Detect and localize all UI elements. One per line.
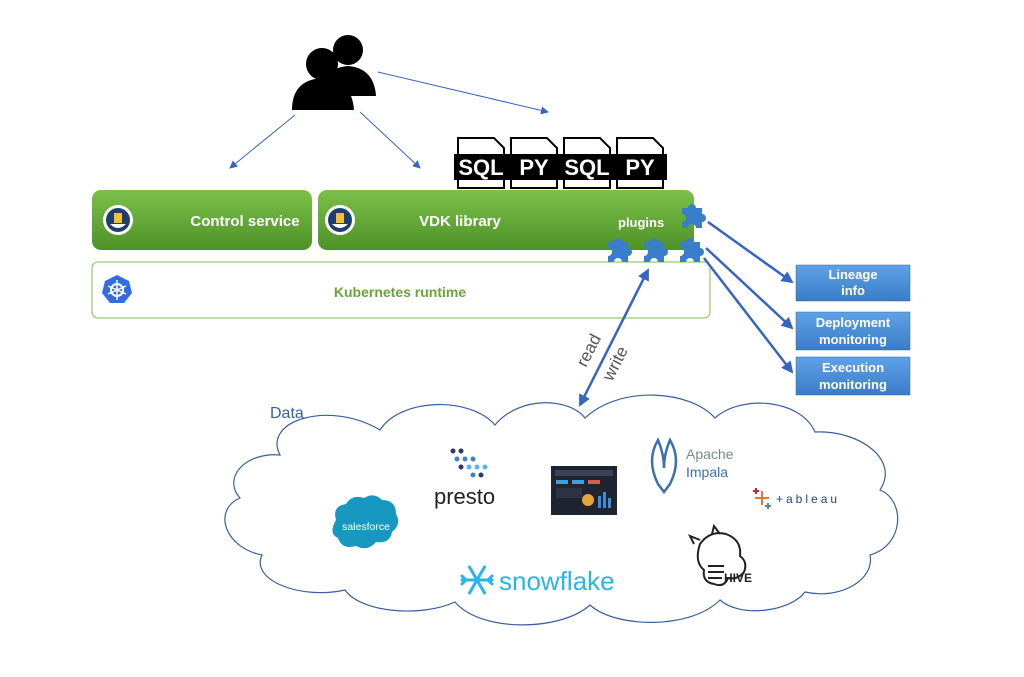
lineage-info-box: Lineage info [795, 264, 911, 302]
execution-monitoring-box: Execution monitoring [795, 356, 911, 396]
output-boxes: Lineage info Deployment monitoring Execu… [795, 264, 911, 396]
py-file-icon: PY [507, 137, 561, 189]
hive-logo: HIVE [687, 523, 752, 587]
svg-text:salesforce: salesforce [342, 521, 390, 533]
sql-file-icon: SQL [454, 137, 508, 189]
svg-text:monitoring: monitoring [819, 332, 887, 347]
vdk-logo-icon [103, 205, 133, 235]
control-service-box: Control service [92, 190, 312, 250]
svg-text:+ableau: +ableau [776, 492, 840, 506]
svg-text:snowflake: snowflake [499, 566, 615, 596]
kubernetes-runtime-box: Kubernetes runtime [91, 261, 711, 319]
snowflake-logo: snowflake [460, 565, 615, 596]
write-label: write [598, 343, 632, 385]
svg-text:Deployment: Deployment [816, 315, 891, 330]
apache-impala-logo: Apache Impala [650, 437, 734, 495]
svg-text:Control service: Control service [190, 213, 299, 230]
svg-text:Kubernetes runtime: Kubernetes runtime [334, 284, 466, 300]
file-icons: SQL PY SQL PY [454, 137, 667, 189]
plugins-label: plugins [618, 215, 664, 230]
salesforce-logo: salesforce [332, 495, 399, 549]
svg-text:PY: PY [625, 155, 655, 180]
data-label: Data [270, 405, 304, 422]
sql-file-icon: SQL [560, 137, 614, 189]
svg-text:presto: presto [434, 484, 495, 509]
svg-text:PY: PY [519, 155, 549, 180]
svg-text:HIVE: HIVE [724, 571, 752, 585]
plugin-output-arrows [703, 220, 794, 374]
user-arrows [229, 71, 549, 169]
dashboard-thumbnail [551, 466, 617, 515]
py-file-icon: PY [613, 137, 667, 189]
vdk-logo-icon [325, 205, 355, 235]
svg-text:monitoring: monitoring [819, 377, 887, 392]
presto-logo: presto [434, 448, 495, 509]
svg-text:Apache: Apache [686, 446, 734, 462]
svg-text:VDK library: VDK library [419, 213, 501, 230]
users-icon [292, 35, 376, 110]
deployment-monitoring-box: Deployment monitoring [795, 311, 911, 351]
kubernetes-icon [102, 275, 132, 303]
vdk-library-box: VDK library plugins [318, 190, 694, 250]
svg-text:info: info [841, 283, 865, 298]
tableau-logo: +ableau [753, 488, 840, 509]
svg-text:Execution: Execution [822, 360, 884, 375]
svg-text:SQL: SQL [564, 155, 609, 180]
svg-text:Impala: Impala [686, 464, 728, 480]
svg-text:SQL: SQL [458, 155, 503, 180]
svg-text:Lineage: Lineage [828, 267, 877, 282]
